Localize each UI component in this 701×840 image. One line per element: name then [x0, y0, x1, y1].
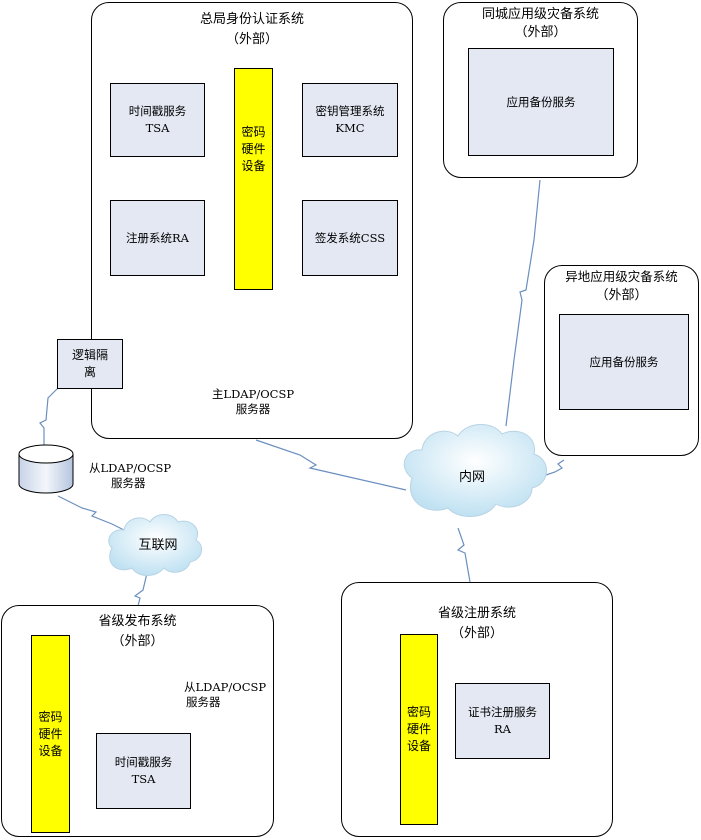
- hq-hsm-c6: 备: [253, 158, 266, 173]
- slave-ldap-line2: 服务器: [111, 476, 146, 490]
- province-pub-ldap-label: 从LDAP/OCSP 服务器: [184, 680, 266, 710]
- province-pub-title: 省级发布系统: [98, 614, 177, 629]
- province-reg-hsm-2: 硬件: [406, 722, 431, 736]
- province-reg-service-line2: RA: [494, 722, 511, 736]
- hq-ra-label: 注册系统RA: [126, 230, 189, 245]
- wan-links: [39, 179, 565, 611]
- hq-ldap-label: 主LDAP/OCSP 服务器: [203, 387, 303, 417]
- hq-kmc-line1: 密钥管理系统: [315, 104, 385, 118]
- internet-cloud: [108, 514, 203, 576]
- province-pub-hsm-2: 硬件: [38, 726, 63, 741]
- same-city-subtitle: （外部）: [514, 25, 567, 40]
- slave-ldap-cylinder: [18, 444, 74, 494]
- hq-title: 总局身份认证系统: [199, 12, 304, 27]
- province-pub-hsm-1: 密码: [38, 709, 63, 724]
- province-pub-subtitle: （外部）: [111, 634, 164, 649]
- hq-tsa-line1: 时间戳服务: [128, 104, 187, 118]
- hq-kmc-box: 密钥管理系统 KMC: [302, 83, 398, 157]
- hq-kmc-line2: KMC: [335, 121, 365, 135]
- hq-css-box: 签发系统CSS: [302, 200, 398, 276]
- hq-hsm-c4: 件: [253, 141, 266, 156]
- province-reg-hsm-box: 密码 硬件 设备: [400, 634, 438, 825]
- province-reg-service-box: 证书注册服务 RA: [455, 683, 550, 759]
- province-reg-subtitle: （外部）: [450, 626, 503, 641]
- hq-hsm-c5: 设: [241, 158, 254, 173]
- hq-tsa-box: 时间戳服务 TSA: [110, 83, 205, 157]
- logical-isolation-box: 逻辑隔 离: [57, 339, 123, 389]
- intranet-cloud: [403, 424, 547, 517]
- same-city-service-box: 应用备份服务: [468, 48, 614, 156]
- province-reg-title: 省级注册系统: [437, 606, 516, 621]
- remote-service-box: 应用备份服务: [559, 314, 689, 410]
- province-reg-service-line1: 证书注册服务: [468, 705, 537, 719]
- hq-subtitle: （外部）: [225, 32, 278, 47]
- province-reg-hsm-3: 设备: [406, 739, 431, 753]
- hq-hsm-c1: 密: [241, 124, 254, 139]
- remote-service-label: 应用备份服务: [589, 354, 659, 369]
- internet-label: 互联网: [138, 538, 178, 553]
- isolation-line1: 逻辑隔: [71, 348, 108, 362]
- hq-ldap-line1: 主LDAP/OCSP: [211, 387, 295, 401]
- province-pub-ldap-line1: 从LDAP/OCSP: [184, 680, 267, 694]
- hq-hsm-box: 密码 硬件 设备: [234, 68, 273, 290]
- same-city-title: 同城应用级灾备系统: [481, 7, 599, 22]
- hq-ldap-line2: 服务器: [235, 402, 271, 416]
- province-pub-ldap-line2: 服务器: [186, 695, 221, 709]
- intranet-label: 内网: [458, 470, 485, 485]
- hq-ra-box: 注册系统RA: [110, 200, 205, 276]
- hq-css-label: 签发系统CSS: [314, 230, 386, 245]
- hq-hsm-c3: 硬: [241, 141, 254, 156]
- slave-ldap-line1: 从LDAP/OCSP: [89, 461, 172, 475]
- hq-hsm-c2: 码: [253, 124, 266, 139]
- province-pub-hsm-box: 密码 硬件 设备: [31, 635, 70, 833]
- province-pub-hsm-3: 设备: [38, 743, 63, 758]
- isolation-line2: 离: [83, 365, 96, 379]
- same-city-service-label: 应用备份服务: [506, 94, 576, 109]
- province-reg-hsm-1: 密码: [406, 705, 431, 719]
- hq-tsa-line2: TSA: [145, 121, 170, 135]
- province-pub-tsa-line2: TSA: [131, 772, 156, 786]
- province-pub-tsa-box: 时间戳服务 TSA: [96, 733, 191, 809]
- province-pub-tsa-line1: 时间戳服务: [114, 755, 173, 769]
- remote-subtitle: （外部）: [595, 288, 648, 303]
- slave-ldap-label: 从LDAP/OCSP 服务器: [89, 461, 171, 491]
- remote-title: 异地应用级灾备系统: [565, 269, 678, 284]
